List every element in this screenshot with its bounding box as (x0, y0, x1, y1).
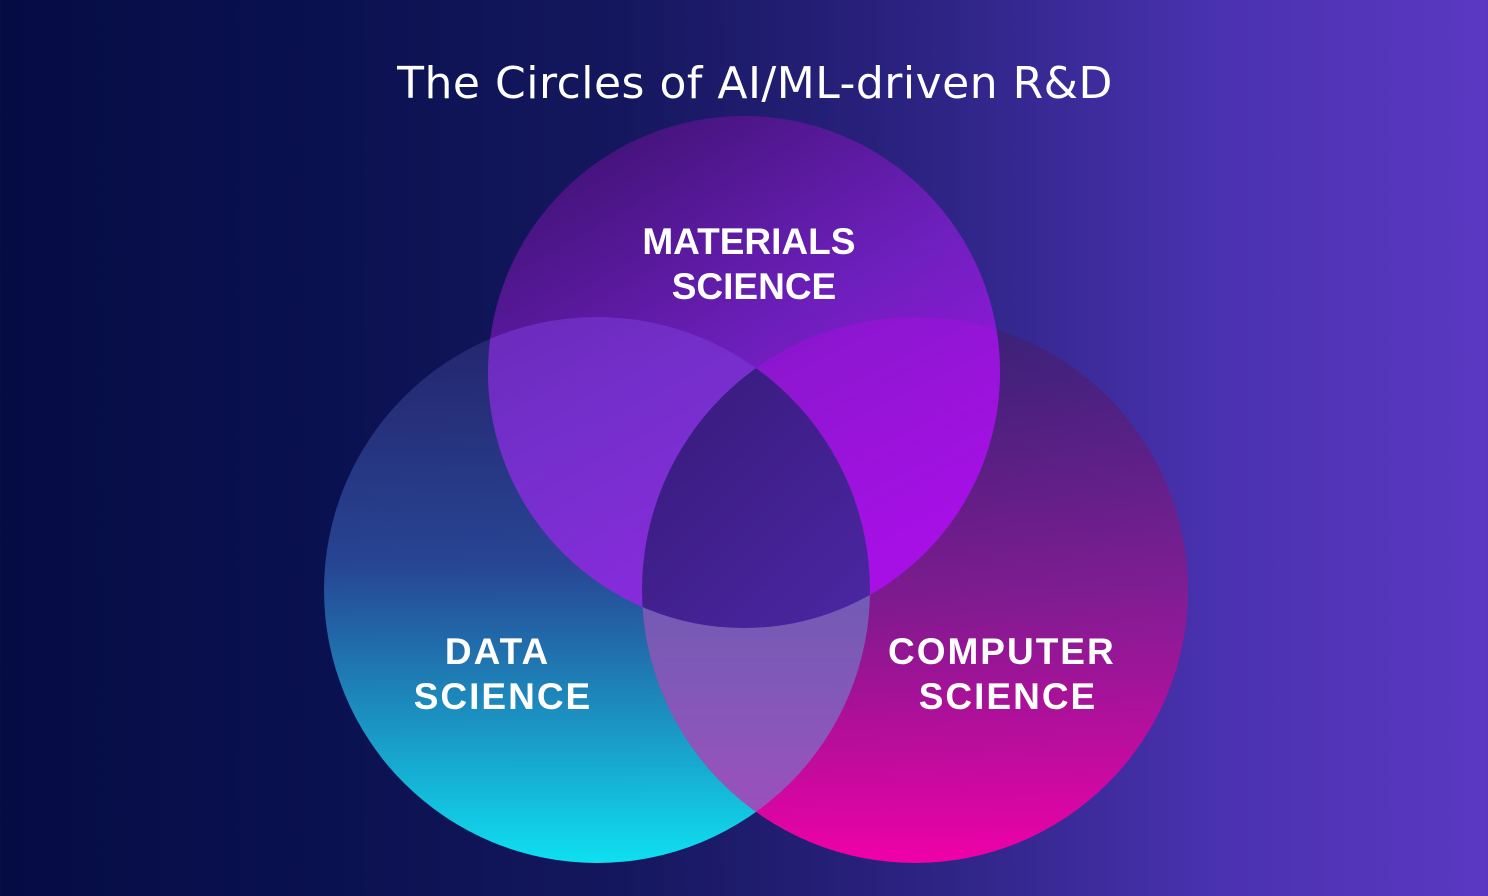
computer-science-label: COMPUTER SCIENCE (888, 631, 1128, 717)
materials-label-line2: SCIENCE (672, 266, 836, 307)
materials-label-line1: MATERIALS (642, 221, 855, 262)
data-label-line2: SCIENCE (414, 676, 592, 717)
computer-label-line1: COMPUTER (888, 631, 1116, 672)
data-materials-overlap (488, 317, 870, 628)
diagram-title: The Circles of AI/ML-driven R&D (397, 58, 1113, 109)
data-label-line1: DATA (445, 631, 549, 672)
materials-science-label: MATERIALS SCIENCE (642, 221, 865, 307)
data-science-label: DATA SCIENCE (414, 631, 592, 717)
computer-label-line2: SCIENCE (919, 676, 1097, 717)
